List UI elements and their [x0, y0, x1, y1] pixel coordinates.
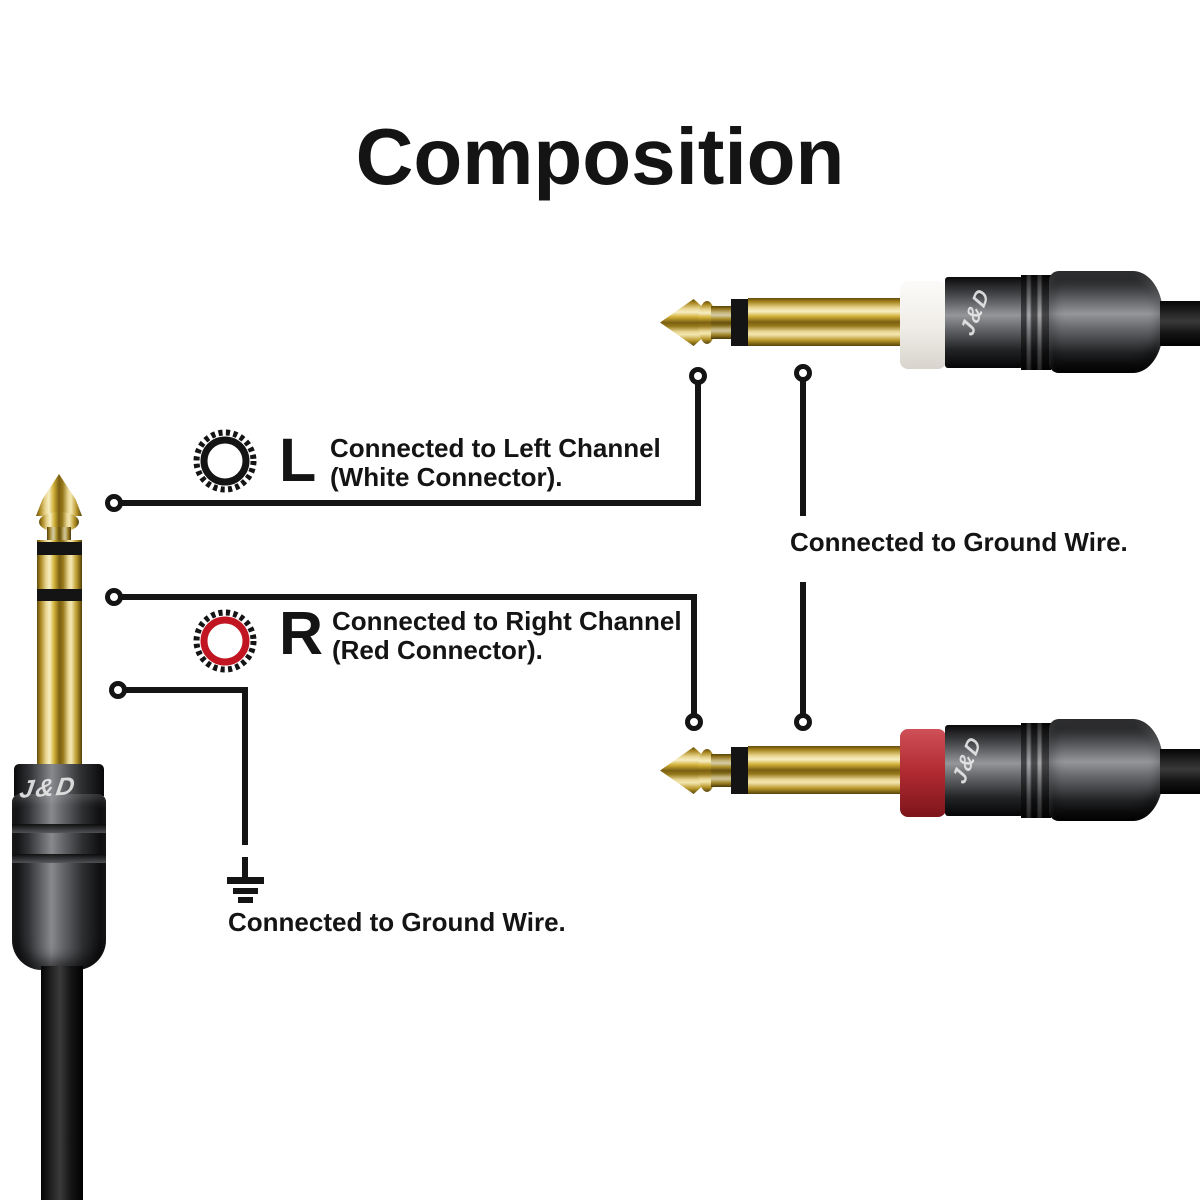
wire-terminal-dot	[105, 588, 123, 606]
trs-body-groove	[12, 854, 106, 863]
trs-neck	[47, 527, 71, 543]
trs-insulator-ring-2	[37, 589, 82, 601]
wire-terminal-dot	[685, 713, 703, 731]
left-channel-wire-v	[695, 382, 701, 506]
ts-white-tip-cone	[660, 299, 702, 346]
ts-red-neck	[711, 754, 733, 787]
left-channel-wire-h	[122, 500, 701, 506]
right-channel-wire-h	[122, 594, 697, 600]
right-channel-label-line1: Connected to Right Channel	[332, 606, 682, 636]
left-channel-label-line2: (White Connector).	[330, 462, 563, 492]
ts-red-body-bulge	[1049, 719, 1163, 821]
wire-terminal-dot	[794, 713, 812, 731]
right-channel-label: Connected to Right Channel (Red Connecto…	[332, 607, 682, 665]
left-channel-letter: L	[279, 426, 317, 494]
ts-red-body-collar	[945, 725, 1023, 816]
brand-logo: J&D	[17, 772, 79, 804]
ts-red-band	[900, 729, 946, 817]
ts-red-shaft	[748, 746, 902, 794]
ts-white-body-bulge	[1049, 271, 1163, 373]
right-ring-icon	[193, 609, 257, 673]
trs-shaft	[37, 540, 82, 768]
ts-white-shaft	[748, 298, 902, 346]
ts-white-band	[900, 281, 946, 369]
ts-red-insulator-ring	[731, 747, 750, 794]
ground-wire-right-v-upper	[800, 381, 806, 516]
right-channel-letter: R	[279, 599, 324, 667]
right-channel-label-line2: (Red Connector).	[332, 635, 543, 665]
ts-white-insulator-ring	[731, 299, 750, 346]
trs-body	[12, 794, 106, 970]
trs-insulator-ring-1	[37, 542, 82, 555]
right-channel-wire-v	[691, 594, 697, 718]
ground-wire-left-v	[242, 687, 248, 845]
ts-white-neck	[711, 306, 733, 339]
wire-terminal-dot	[109, 681, 127, 699]
wire-terminal-dot	[689, 367, 707, 385]
ts-red-cable	[1160, 749, 1200, 794]
trs-tip-cone	[36, 474, 82, 516]
ground-wire-label-right: Connected to Ground Wire.	[790, 527, 1128, 557]
ground-wire-right-v-lower	[800, 582, 806, 715]
trs-cable	[41, 966, 83, 1200]
ts-white-cable	[1160, 301, 1200, 346]
ts-white-body-grooves	[1021, 275, 1051, 370]
wire-terminal-dot	[105, 494, 123, 512]
left-channel-label: Connected to Left Channel (White Connect…	[330, 434, 661, 492]
wire-terminal-dot	[794, 364, 812, 382]
ground-wire-label-left: Connected to Ground Wire.	[228, 907, 566, 937]
trs-collar	[14, 764, 104, 796]
left-ring-icon	[193, 429, 257, 493]
ts-white-body-collar	[945, 277, 1023, 368]
ts-red-tip-cone	[660, 747, 702, 794]
left-channel-label-line1: Connected to Left Channel	[330, 433, 661, 463]
trs-body-groove	[12, 824, 106, 833]
ground-wire-left-h	[126, 687, 248, 693]
page-title: Composition	[355, 112, 845, 201]
ts-red-body-grooves	[1021, 723, 1051, 818]
